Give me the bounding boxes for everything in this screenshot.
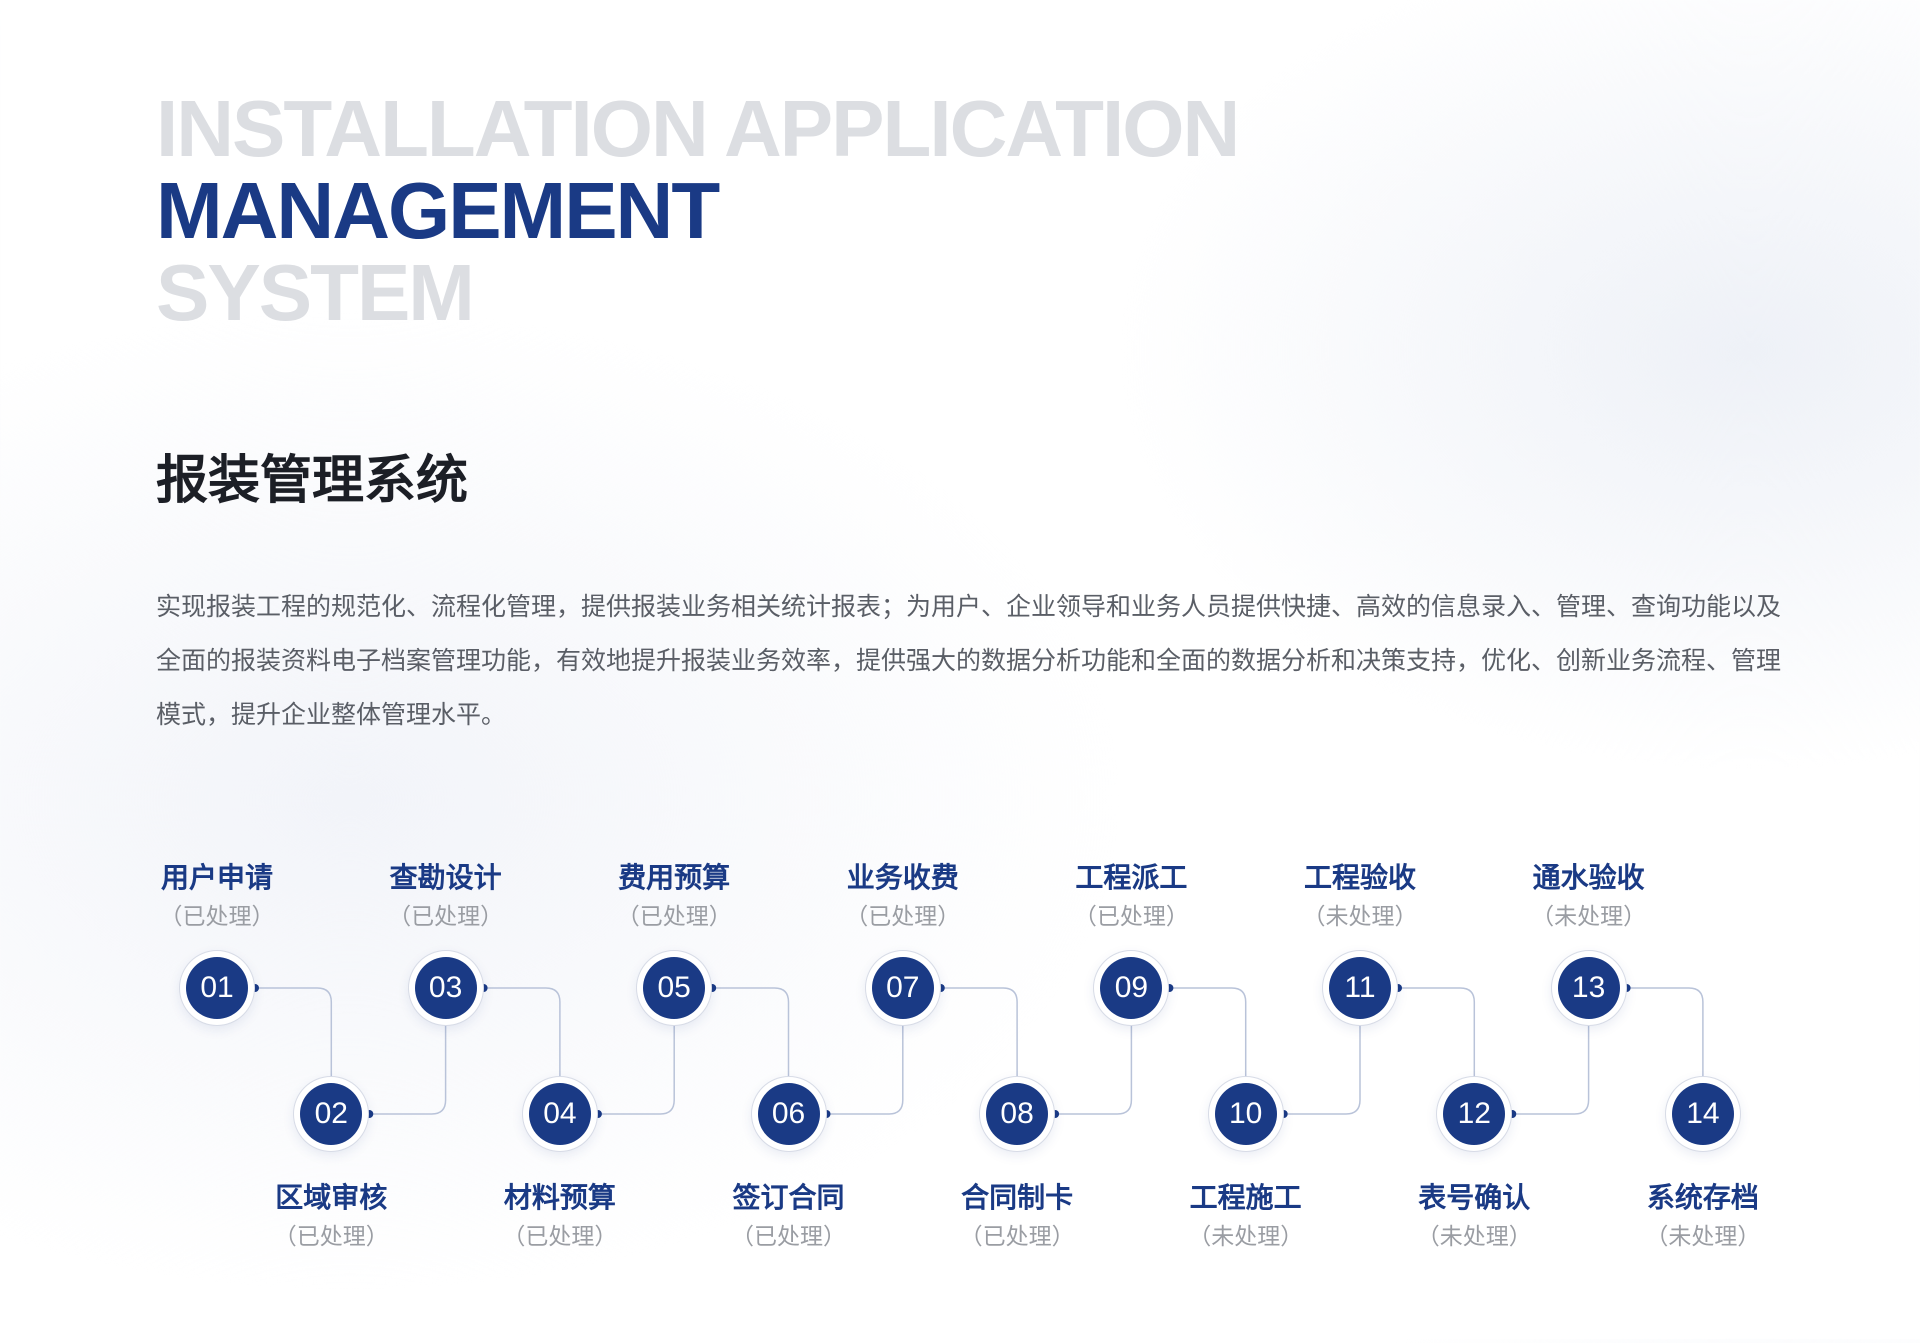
step-name: 材料预算 <box>503 1181 616 1214</box>
connector-dot <box>1279 1110 1288 1118</box>
step-name: 合同制卡 <box>961 1181 1074 1214</box>
step-number-11: 11 <box>1329 957 1391 1019</box>
step-number-14: 14 <box>1671 1083 1734 1145</box>
step-number-09: 09 <box>1100 957 1163 1019</box>
step-name: 区域审核 <box>275 1181 388 1214</box>
connector-line <box>1512 1025 1590 1115</box>
step-status: （未处理） <box>1531 904 1647 930</box>
connector-dot <box>1394 984 1402 992</box>
connector-dot <box>1622 984 1631 992</box>
connector-line <box>712 987 790 1077</box>
connector-dot <box>251 984 259 992</box>
step-name: 签订合同 <box>732 1181 845 1214</box>
hero-line-3: SYSTEM <box>156 248 475 337</box>
step-status: （已处理） <box>845 904 961 930</box>
step-status: （已处理） <box>502 1224 618 1250</box>
step-number-04: 04 <box>528 1083 591 1145</box>
connector-dot <box>708 984 717 992</box>
connector-dot <box>822 1110 831 1118</box>
step-number-06: 06 <box>757 1083 820 1145</box>
connector-dot <box>1508 1110 1517 1118</box>
description: 实现报装工程的规范化、流程化管理，提供报装业务相关统计报表；为用户、企业领导和业… <box>156 592 1782 729</box>
step-status: （已处理） <box>159 904 275 930</box>
connector-line <box>826 1025 904 1115</box>
step-number-08: 08 <box>986 1083 1049 1145</box>
connector-line <box>597 1025 675 1115</box>
hero-heading: INSTALLATION APPLICATION MANAGEMENT SYST… <box>156 84 1240 337</box>
connector-line <box>1283 1025 1361 1115</box>
connector-dot <box>936 984 945 992</box>
connector-dot <box>365 1110 374 1118</box>
step-status: （已处理） <box>731 1224 846 1250</box>
step-number-05: 05 <box>643 957 706 1019</box>
connector-line <box>1055 1025 1133 1115</box>
step-number-01: 01 <box>186 957 248 1019</box>
step-status: （未处理） <box>1188 1224 1304 1250</box>
step-name: 工程派工 <box>1075 861 1188 894</box>
step-status: （已处理） <box>388 904 504 930</box>
step-name: 费用预算 <box>618 861 731 894</box>
step-status: （未处理） <box>1302 904 1418 930</box>
hero-line-2: MANAGEMENT <box>156 166 720 255</box>
connector-line <box>1398 987 1476 1077</box>
step-status: （未处理） <box>1645 1224 1761 1250</box>
step-number-07: 07 <box>871 957 934 1019</box>
step-status: （已处理） <box>273 1224 389 1250</box>
step-name: 业务收费 <box>846 861 959 894</box>
step-name: 表号确认 <box>1418 1181 1531 1214</box>
step-status: （已处理） <box>1073 904 1189 930</box>
step-number-03: 03 <box>414 957 477 1019</box>
connector-line <box>1169 987 1247 1077</box>
hero-line-1: INSTALLATION APPLICATION <box>156 84 1240 173</box>
connector-line <box>940 987 1018 1077</box>
step-name: 工程验收 <box>1303 861 1416 894</box>
connector-line <box>1626 987 1704 1077</box>
step-name: 查勘设计 <box>389 861 502 894</box>
connector-dot <box>1165 984 1174 992</box>
connector-line <box>369 1025 447 1115</box>
step-number-13: 13 <box>1557 957 1620 1019</box>
connector-dot <box>593 1110 602 1118</box>
step-name: 通水验收 <box>1532 861 1645 894</box>
step-name: 系统存档 <box>1646 1181 1759 1214</box>
step-number-02: 02 <box>300 1083 363 1145</box>
step-status: （已处理） <box>959 1224 1075 1250</box>
step-number-12: 12 <box>1443 1083 1506 1145</box>
connector-line <box>255 987 333 1077</box>
step-number-10: 10 <box>1214 1083 1277 1145</box>
step-status: （未处理） <box>1416 1224 1532 1250</box>
step-status: （已处理） <box>616 904 732 930</box>
connector-dot <box>1051 1110 1060 1118</box>
section-title: 报装管理系统 <box>156 451 469 511</box>
connector-line <box>483 987 561 1077</box>
connector-dot <box>479 984 488 992</box>
step-name: 工程施工 <box>1189 1181 1302 1214</box>
step-name: 用户申请 <box>160 861 273 894</box>
